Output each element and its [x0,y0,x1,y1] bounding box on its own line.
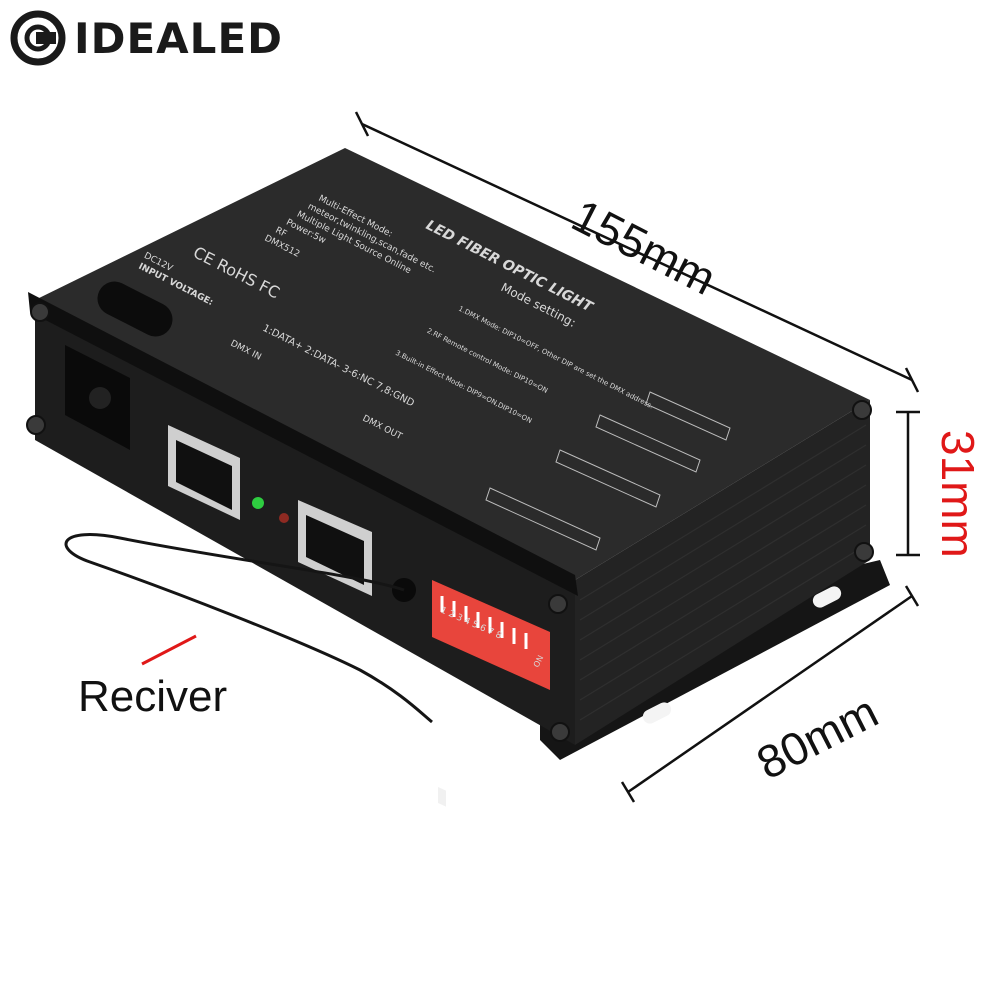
status-led-green [252,497,264,509]
top-slot [97,281,173,337]
end-plate [28,292,578,596]
height-dimension-line [896,410,920,557]
device-top [35,148,870,580]
receiver-antenna-wire [64,533,433,724]
rj45-port-dmx-in [168,425,240,520]
status-led-red [279,513,289,523]
width-dimension-line [620,585,920,803]
brand-logo: IDEALED [10,8,290,72]
height-label: 31mm [932,430,984,558]
rj45-port-dmx-out [298,500,372,596]
feature-4: RF [273,226,288,240]
receiver-label: Reciver [78,672,228,721]
screws [26,302,874,742]
dip-switch [432,580,550,807]
receiver-callout-line [141,634,197,666]
length-dimension-line [354,111,920,393]
brand-logo-icon [10,10,66,66]
brand-name: IDEALED [74,14,284,63]
